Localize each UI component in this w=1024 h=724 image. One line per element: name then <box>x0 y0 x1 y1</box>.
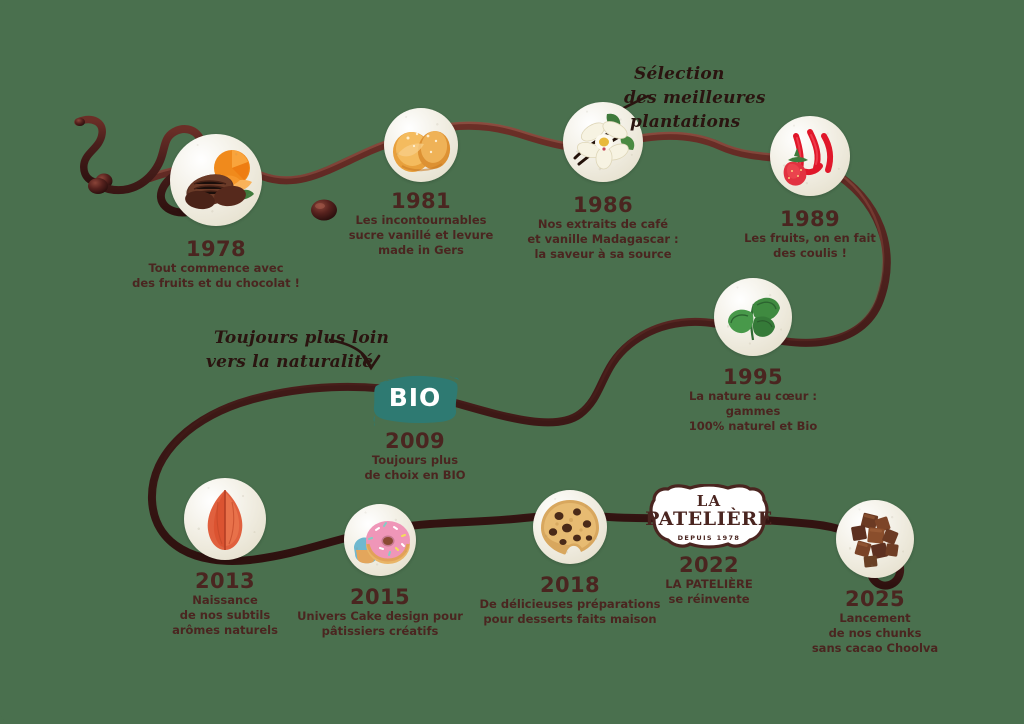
milestone-1981-desc-line2: sucre vanillé et levure <box>348 228 494 243</box>
milestone-2009-year: 2009 <box>384 429 446 453</box>
milestone-1986-desc-line2: et vanille Madagascar : <box>527 232 679 247</box>
pink-donut-icon <box>354 521 410 564</box>
bio-badge-label: BIO <box>388 382 442 412</box>
milestone-2022-desc-line2: se réinvente <box>668 592 750 607</box>
green-leaves-icon <box>728 297 780 341</box>
milestone-2009-desc-line2: de choix en BIO <box>364 468 466 483</box>
annotation-plantations-line1: Sélection <box>634 64 725 84</box>
milestone-2018-medallion <box>533 490 607 564</box>
strawberry-coulis-icon <box>783 129 834 186</box>
milestone-1989-caption: 1989 Les fruits, on en fait des coulis ! <box>744 208 876 261</box>
milestone-1978-year: 1978 <box>185 237 247 261</box>
logo-line-2: PATELIÈRE <box>645 508 773 531</box>
chocolate-chunks-icon <box>851 512 899 568</box>
annotation-plantations: Sélection des meilleures plantations <box>624 62 766 134</box>
milestone-1978-medallion <box>170 134 262 226</box>
milestone-2015-year: 2015 <box>349 585 411 609</box>
milestone-2018-desc-line1: De délicieuses préparations <box>479 597 661 612</box>
milestone-2025-year: 2025 <box>844 587 906 611</box>
milestone-2022-year: 2022 <box>678 553 740 577</box>
milestone-2025-desc-line1: Lancement <box>839 611 911 626</box>
milestone-2015-medallion <box>344 504 416 576</box>
milestone-1995-year: 1995 <box>722 365 784 389</box>
annotation-naturalite: Toujours plus loin vers la naturalité <box>206 326 390 374</box>
annotation-plantations-line3: plantations <box>630 112 741 133</box>
la-pateliere-logo-icon: LA PATELIÈRE DEPUIS 1978 <box>644 484 774 552</box>
milestone-1986-year: 1986 <box>572 193 634 217</box>
chocolate-chip-cookie-icon <box>541 500 599 555</box>
annotation-naturalite-line1: Toujours plus loin <box>214 328 390 348</box>
milestone-2013-desc-line1: Naissance <box>192 593 258 608</box>
milestone-2013-desc-line2: de nos subtils <box>179 608 271 623</box>
milestone-1981-year: 1981 <box>390 189 452 213</box>
milestone-2025-desc-line3: sans cacao Choolva <box>811 641 939 656</box>
milestone-1978-desc-line1: Tout commence avec <box>148 261 284 276</box>
milestone-2009-caption: 2009 Toujours plus de choix en BIO <box>364 430 465 483</box>
milestone-1989-year: 1989 <box>779 207 841 231</box>
logo-line-3: DEPUIS 1978 <box>677 533 741 542</box>
milestone-2025-desc-line2: de nos chunks <box>828 626 922 641</box>
milestone-2025-caption: 2025 Lancement de nos chunks sans cacao … <box>812 588 938 656</box>
milestone-2022-desc-line1: LA PATELIÈRE <box>665 577 753 592</box>
milestone-1978-desc-line2: des fruits et du chocolat ! <box>132 276 300 291</box>
physalis-lantern-icon <box>207 490 243 550</box>
milestone-1978-caption: 1978 Tout commence avec des fruits et du… <box>132 238 300 291</box>
milestone-2025-medallion <box>836 500 914 578</box>
milestone-2013-year: 2013 <box>194 569 256 593</box>
milestone-2013-medallion <box>184 478 266 560</box>
milestone-1986-desc-line1: Nos extraits de café <box>537 217 669 232</box>
milestone-1986-caption: 1986 Nos extraits de café et vanille Mad… <box>527 194 678 262</box>
milestone-2018-caption: 2018 De délicieuses préparations pour de… <box>479 574 660 627</box>
milestone-2018-desc-line2: pour desserts faits maison <box>483 612 657 627</box>
milestone-2013-caption: 2013 Naissance de nos subtils arômes nat… <box>172 570 278 638</box>
annotation-plantations-line2: des meilleures <box>624 88 766 109</box>
milestone-2022-caption: 2022 LA PATELIÈRE se réinvente <box>665 554 753 607</box>
milestone-1981-medallion <box>384 108 458 182</box>
cocoa-pod-and-orange-icon <box>185 150 254 210</box>
milestone-1981-caption: 1981 Les incontournables sucre vanillé e… <box>349 190 494 258</box>
milestone-2018-year: 2018 <box>539 573 601 597</box>
milestone-1995-medallion <box>714 278 792 356</box>
milestone-2015-desc-line1: Univers Cake design pour <box>297 609 463 624</box>
milestone-2015-desc-line2: pâtissiers créatifs <box>321 624 439 639</box>
milestone-1986-desc-line3: la saveur à sa source <box>534 247 672 262</box>
milestone-1981-desc-line3: made in Gers <box>378 243 464 258</box>
bio-brush-badge-icon: BIO <box>369 370 461 426</box>
milestone-1995-caption: 1995 La nature au cœur : gammes 100% nat… <box>689 366 818 434</box>
milestone-1995-desc-line1: La nature au cœur : <box>688 389 817 404</box>
milestone-1981-desc-line1: Les incontournables <box>355 213 487 228</box>
milestone-2009-desc-line1: Toujours plus <box>371 453 459 468</box>
logo-text-block: LA PATELIÈRE DEPUIS 1978 <box>644 484 774 552</box>
milestone-2013-desc-line3: arômes naturels <box>172 623 278 638</box>
milestone-1995-desc-line2: gammes <box>725 404 781 419</box>
milestone-1989-desc-line1: Les fruits, on en fait <box>744 231 876 246</box>
milestone-1995-desc-line3: 100% naturel et Bio <box>688 419 818 434</box>
chocolate-drop-icon <box>311 199 337 221</box>
madeleine-cake-icon <box>392 131 451 172</box>
annotation-naturalite-line2: vers la naturalité <box>206 352 374 373</box>
milestone-1989-desc-line2: des coulis ! <box>773 246 847 261</box>
milestone-1989-medallion <box>770 116 850 196</box>
milestone-2015-caption: 2015 Univers Cake design pour pâtissiers… <box>297 586 463 639</box>
